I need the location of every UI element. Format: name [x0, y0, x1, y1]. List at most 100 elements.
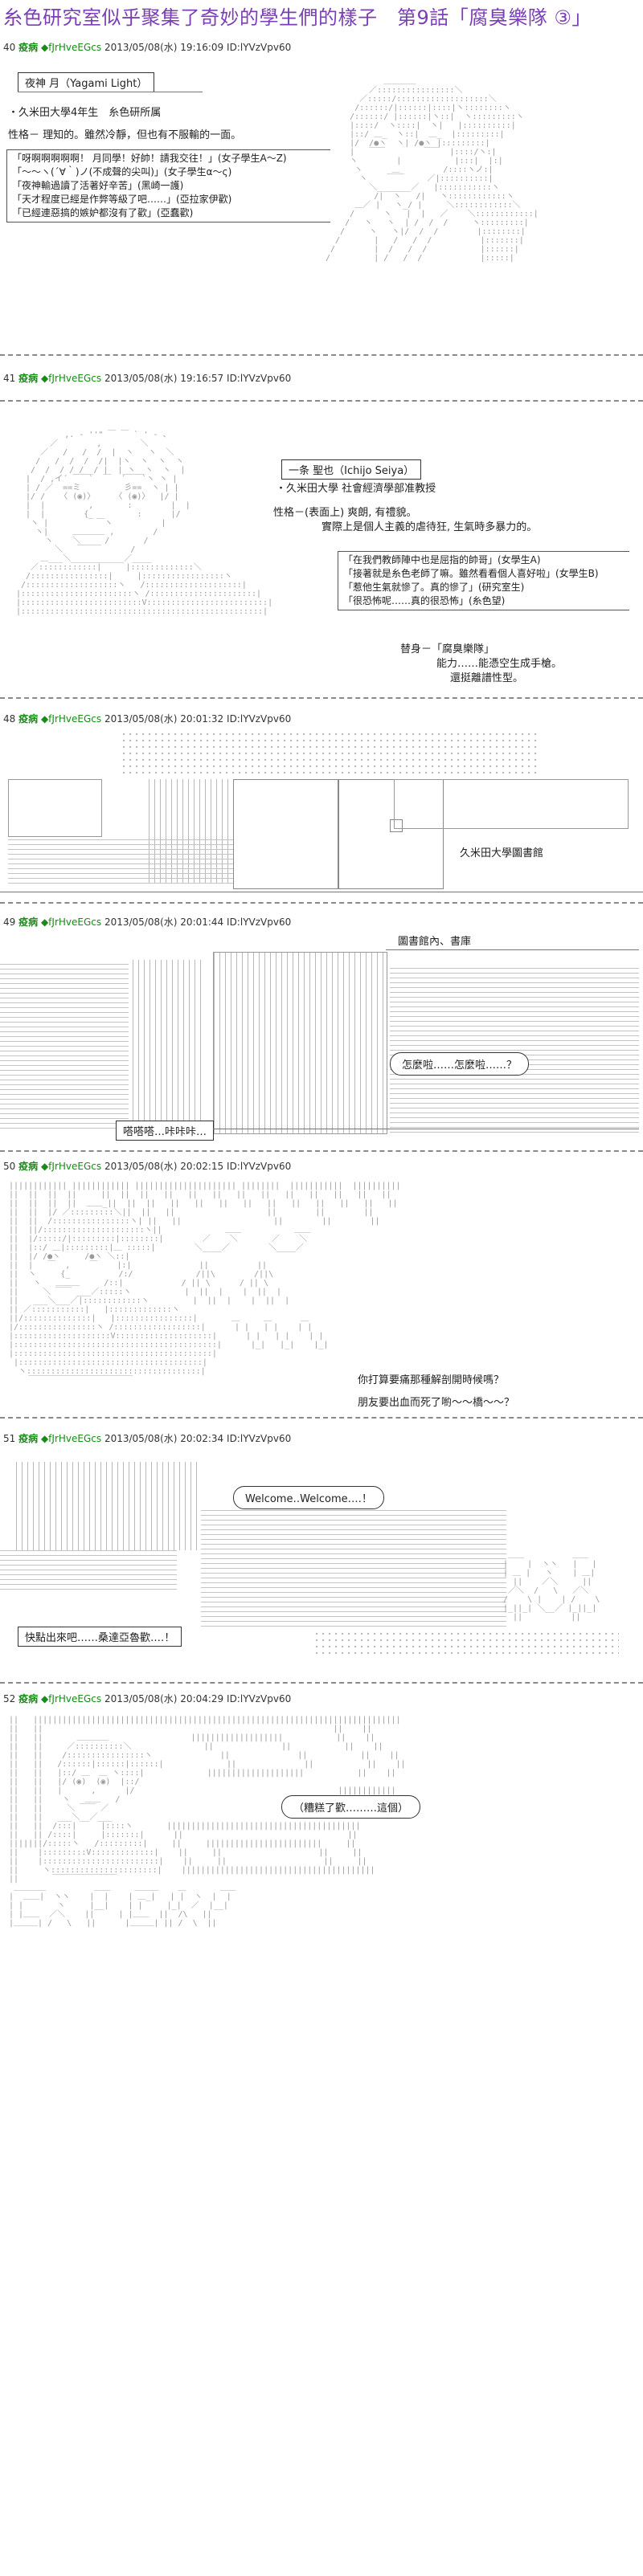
crowd-rows — [201, 1510, 506, 1631]
post-number[interactable]: 41 — [3, 373, 16, 384]
ascii-art-scribble: ＿＿ ＿＿ | | ヽヽ | | | ＿ | ヽ | ＿| || ／＼ || ／… — [503, 1551, 600, 1622]
character-name-box: 夜神 月（Yagami Light） — [18, 72, 155, 92]
post-datetime: 2013/05/08(水) 20:02:34 — [104, 1433, 224, 1444]
shelf-lines — [16, 1462, 201, 1550]
post-datetime: 2013/05/08(水) 20:02:15 — [104, 1161, 224, 1172]
post-number[interactable]: 52 — [3, 1693, 16, 1704]
quote: 「很恐怖呢……真的很恐怖」(糸色望) — [343, 595, 506, 606]
ascii-art-seiya: ,. ‐ ''" ￣ ￣ ` ' ‐ 、 ／ , ＼ ／ / / / | ヽ ヽ… — [16, 431, 273, 616]
profile-line: 性格－ 理知的。雖然冷靜，但也有不服輸的一面。 — [8, 129, 242, 141]
building-window — [394, 779, 629, 829]
dialogue-line: 你打算要痛那種解剖開時候嗎？ — [358, 1374, 505, 1387]
poster-name: 疫病 — [18, 1433, 39, 1444]
scene-library-exterior — [0, 727, 643, 900]
post-separator — [0, 1417, 643, 1419]
profile-line: ・久米田大學4年生 糸色研所属 — [8, 107, 162, 119]
post-header: 52 疫病 ◆fJrHveEGcs 2013/05/08(水) 20:04:29… — [3, 1692, 291, 1705]
stair-lines — [8, 839, 233, 888]
stand-ability: 能力……能憑空生成手槍。 — [436, 658, 563, 670]
quote-list: 「呀啊啊啊啊啊！ 月同學！好帥！請我交往！」(女子學生A～Z) 「〜〜ヽ(´∀｀… — [6, 149, 330, 222]
post-datetime: 2013/05/08(水) 19:16:57 — [104, 373, 224, 384]
poster-trip: ◆fJrHveEGcs — [40, 1433, 102, 1444]
post-header: 50 疫病 ◆fJrHveEGcs 2013/05/08(水) 20:02:15… — [3, 1159, 291, 1173]
post-id[interactable]: ID:lYVzVpv60 — [227, 1433, 292, 1444]
bookshelf-center — [213, 952, 387, 1134]
post-id[interactable]: ID:lYVzVpv60 — [227, 1161, 292, 1172]
post-header: 49 疫病 ◆fJrHveEGcs 2013/05/08(水) 20:01:44… — [3, 915, 291, 929]
bookshelf-right — [390, 968, 639, 1133]
post-separator — [0, 697, 643, 699]
quote: 「〜〜ヽ(´∀｀)ノ(不成聲的尖叫)」(女子學生α〜ς) — [12, 166, 232, 178]
post-datetime: 2013/05/08(水) 19:16:09 — [104, 42, 224, 53]
poster-name: 疫病 — [18, 917, 39, 928]
quote: 「接著就是糸色老師了嘛。雖然看看個人喜好啦」(女學生B) — [343, 568, 599, 579]
post-number[interactable]: 50 — [3, 1161, 16, 1172]
profile-line: 實際上是個人主義的虐待狂, 生氣時多暴力的。 — [322, 521, 538, 533]
location-sign: 久米田大學圖書館 — [460, 847, 544, 859]
ascii-art-light: ＿＿＿＿ ／::::::::::::::::＼ ／:::::/:::::::::… — [326, 77, 539, 263]
post-separator — [0, 1150, 643, 1152]
poster-name: 疫病 — [18, 373, 39, 384]
post-separator — [0, 1682, 643, 1684]
speech-box: 快點出來吧……桑達亞魯歡‥‥！ — [18, 1627, 182, 1647]
post-datetime: 2013/05/08(水) 20:01:32 — [104, 713, 224, 725]
post-number[interactable]: 40 — [3, 42, 16, 53]
quote: 「在我們教師陣中也是屈指的帥哥」(女學生A) — [343, 554, 541, 565]
quote: 「夜神輸過讀了活著好辛苦」(黑崎一護) — [12, 180, 184, 191]
building-window — [8, 779, 102, 837]
library-door-right — [338, 779, 444, 889]
post-id[interactable]: ID:lYVzVpv60 — [227, 42, 292, 53]
post-header: 41 疫病 ◆fJrHveEGcs 2013/05/08(水) 19:16:57… — [3, 371, 291, 385]
post-header: 51 疫病 ◆fJrHveEGcs 2013/05/08(水) 20:02:34… — [3, 1431, 291, 1445]
speech-bubble: 怎麼啦……怎麼啦……？ — [390, 1052, 530, 1076]
quote: 「呀啊啊啊啊啊！ 月同學！好帥！請我交往！」(女子學生A～Z) — [12, 153, 287, 164]
speech-bubble: Welcome‥Welcome‥‥！ — [233, 1486, 384, 1509]
post-id[interactable]: ID:lYVzVpv60 — [227, 917, 292, 928]
post-number[interactable]: 51 — [3, 1433, 16, 1444]
character-name-box: 一条 聖也（Ichijo Seiya） — [281, 459, 422, 480]
post-header: 40 疫病 ◆fJrHveEGcs 2013/05/08(水) 19:16:09… — [3, 40, 291, 54]
poster-name: 疫病 — [18, 42, 39, 53]
location-label: 圖書館內、書庫 — [398, 936, 472, 948]
post-datetime: 2013/05/08(水) 20:01:44 — [104, 917, 224, 928]
quote: 「惹他生氣就慘了。真的慘了」(研究室生) — [343, 582, 525, 593]
sky-texture — [121, 731, 539, 775]
quote: 「天才程度已經是作弊等級了吧……」(亞拉家伊歡) — [12, 194, 232, 205]
door-handle-icon — [390, 819, 403, 832]
quote: 「已經連惡搞的嫉妒都沒有了歡」(亞蠢歡) — [12, 207, 194, 218]
post-id[interactable]: ID:lYVzVpv60 — [227, 373, 292, 384]
profile-line: 性格－(表面上) 爽朗, 有禮貌。 — [273, 507, 417, 519]
stand-label: 替身－「腐臭樂隊」 — [400, 643, 495, 655]
page-title: 糸色研究室似乎聚集了奇妙的學生們的樣子 第9話「腐臭樂隊 ③」 — [3, 6, 592, 29]
underline — [386, 949, 639, 950]
post-separator — [0, 354, 643, 356]
ascii-art-figure: |||||||||||| |||||||||||| ||||||||||||||… — [9, 1182, 401, 1385]
ascii-art-scene: || |||||||||||||||||||||||||||||||||||||… — [9, 1716, 406, 1928]
stand-ability: 還挺離譜性型。 — [450, 672, 524, 684]
poster-trip: ◆fJrHveEGcs — [40, 42, 102, 53]
scene-bookshelves — [0, 952, 643, 1145]
post-id[interactable]: ID:lYVzVpv60 — [227, 1693, 292, 1704]
post-separator — [0, 400, 643, 402]
library-door-left — [233, 779, 339, 889]
poster-trip: ◆fJrHveEGcs — [40, 1161, 102, 1172]
post-id[interactable]: ID:lYVzVpv60 — [227, 713, 292, 725]
post-separator — [0, 902, 643, 904]
poster-name: 疫病 — [18, 1161, 39, 1172]
thought-bubble: （糟糕了歡………這個） — [281, 1795, 421, 1819]
poster-trip: ◆fJrHveEGcs — [40, 1693, 102, 1704]
post-number[interactable]: 49 — [3, 917, 16, 928]
floor-lines — [0, 1550, 177, 1590]
quote-list: 「在我們教師陣中也是屈指的帥哥」(女學生A) 「接著就是糸色老師了嘛。雖然看看個… — [338, 551, 629, 610]
poster-name: 疫病 — [18, 713, 39, 725]
bookshelf-left — [0, 964, 129, 1133]
poster-trip: ◆fJrHveEGcs — [40, 373, 102, 384]
sound-effect-box: 嗒嗒嗒…咔咔咔… — [116, 1121, 215, 1141]
floor-texture — [313, 1631, 619, 1655]
post-number[interactable]: 48 — [3, 713, 16, 725]
post-header: 48 疫病 ◆fJrHveEGcs 2013/05/08(水) 20:01:32… — [3, 712, 291, 725]
bookshelf — [133, 960, 205, 1133]
profile-line: ・久米田大學 社會經濟學部准教授 — [276, 483, 436, 495]
scene-figures — [0, 1446, 643, 1655]
dialogue-line: 朋友要出血而死了喲～～橋～～？ — [358, 1396, 515, 1410]
